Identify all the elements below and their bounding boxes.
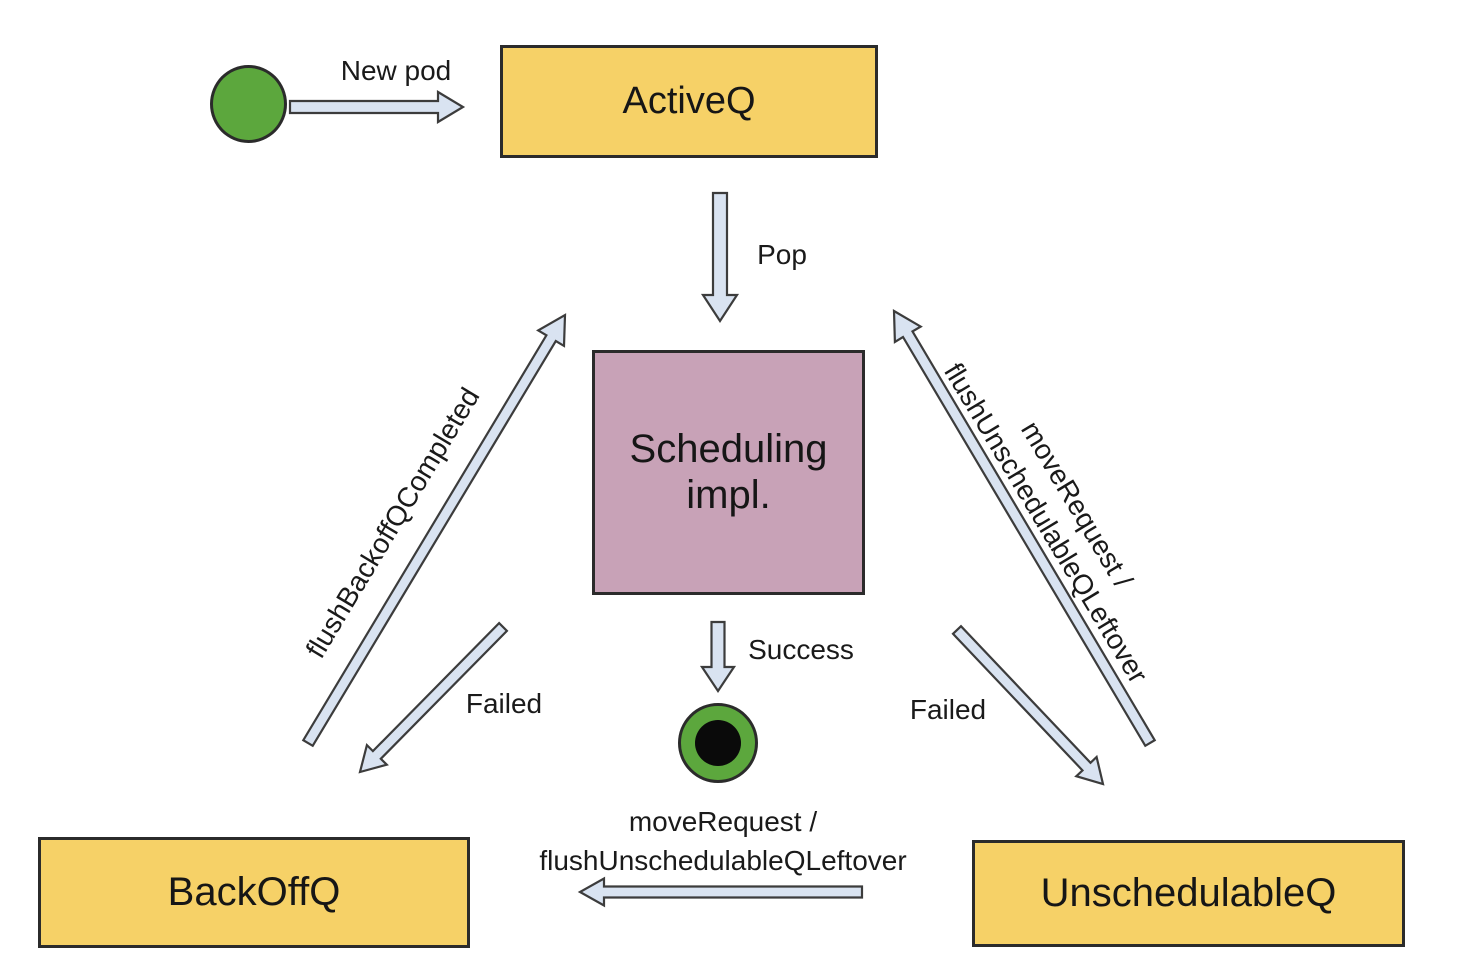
scheduling-impl-line2: impl.	[686, 472, 771, 517]
move-request-bottom-line1: moveRequest /	[628, 806, 818, 837]
move-request-up-arrow	[892, 309, 1157, 748]
failed-to-backoffq-label: Failed	[465, 688, 543, 719]
flush-backoffq-completed-arrow	[301, 313, 567, 748]
success-label: Success	[748, 634, 854, 665]
failed-to-unschedulableq-label: Failed	[909, 694, 987, 725]
unschedulableq-box: UnschedulableQ	[972, 840, 1405, 947]
pop-arrow	[700, 191, 740, 324]
final-state-dot	[695, 720, 741, 766]
move-request-bottom-label: moveRequest / flushUnschedulableQLeftove…	[539, 802, 906, 880]
success-arrow	[699, 620, 737, 693]
move-request-bottom-line2: flushUnschedulableQLeftover	[539, 845, 907, 876]
failed-to-unschedulableq-arrow	[951, 624, 1105, 786]
backoffq-label: BackOffQ	[167, 870, 341, 914]
activeq-label: ActiveQ	[622, 80, 756, 122]
pop-label: Pop	[757, 239, 807, 270]
move-request-bottom-arrow	[577, 876, 864, 908]
unschedulableq-label: UnschedulableQ	[1040, 871, 1337, 915]
activeq-box: ActiveQ	[500, 45, 878, 158]
scheduling-impl-box: Scheduling impl.	[592, 350, 865, 595]
initial-state-circle	[210, 65, 287, 143]
failed-to-backoffq-arrow	[358, 621, 509, 774]
new-pod-arrow	[288, 90, 466, 124]
new-pod-label: New pod	[340, 55, 452, 86]
scheduling-impl-line1: Scheduling	[629, 427, 828, 472]
final-state-circle	[678, 703, 758, 783]
backoffq-box: BackOffQ	[38, 837, 470, 948]
scheduling-impl-label: Scheduling impl.	[630, 427, 828, 517]
